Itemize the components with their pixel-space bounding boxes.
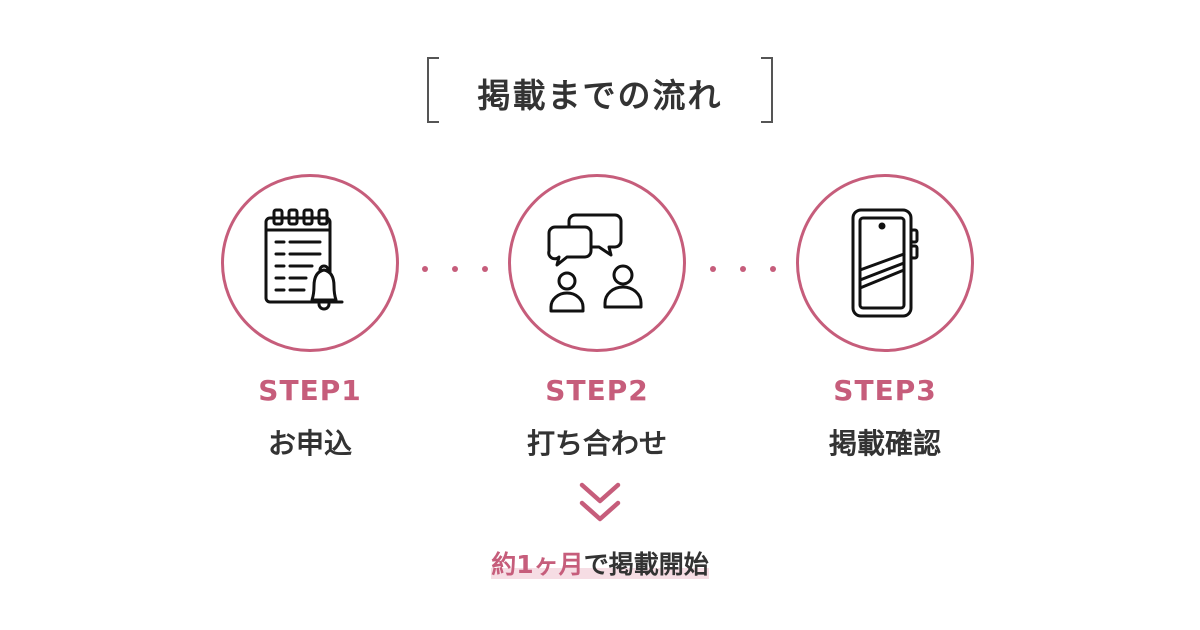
left-bracket — [427, 57, 439, 123]
right-bracket — [761, 57, 773, 123]
duration-highlight: 約1ヶ月 — [491, 550, 584, 579]
step-3-name: 掲載確認 — [828, 427, 941, 460]
step-2: STEP2 打ち合わせ — [508, 174, 692, 460]
dot — [422, 266, 428, 272]
dot — [482, 266, 488, 272]
step-1-name: お申込 — [267, 427, 352, 460]
step-2-circle — [508, 174, 686, 352]
connector-dots-1 — [422, 266, 488, 272]
step-2-label: STEP2 — [545, 374, 649, 407]
section-title: 掲載までの流れ — [427, 57, 773, 123]
step-1-label: STEP1 — [258, 374, 362, 407]
smartphone-icon — [851, 208, 919, 318]
step-3-label: STEP3 — [833, 374, 937, 407]
step-3-circle — [796, 174, 974, 352]
page-title: 掲載までの流れ — [477, 76, 723, 115]
dot — [770, 266, 776, 272]
step-3: STEP3 掲載確認 — [796, 174, 980, 460]
step-2-name: 打ち合わせ — [526, 427, 667, 460]
double-chevron-down-icon — [579, 482, 621, 522]
dot — [710, 266, 716, 272]
meeting-chat-icon — [547, 213, 643, 313]
connector-dots-2 — [710, 266, 776, 272]
step-1-circle — [221, 174, 399, 352]
dot — [740, 266, 746, 272]
duration-rest: で掲載開始 — [583, 550, 709, 579]
notepad-bell-icon — [264, 208, 344, 311]
timeline-note: 約1ヶ月で掲載開始 — [0, 545, 1200, 581]
dot — [452, 266, 458, 272]
step-1: STEP1 お申込 — [221, 174, 405, 460]
